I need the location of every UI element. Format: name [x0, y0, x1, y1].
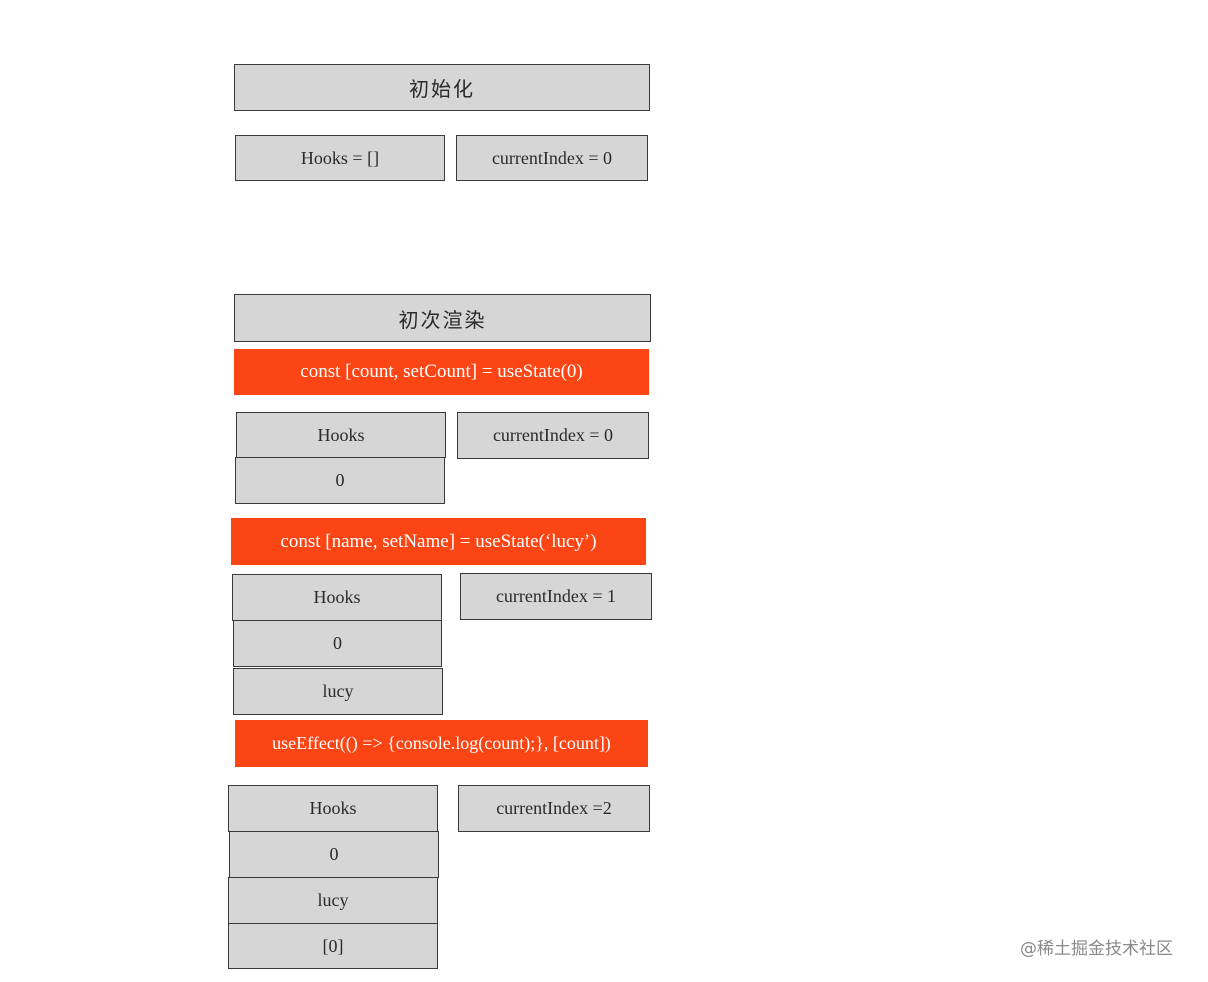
- step3-current-index-box: currentIndex =2: [458, 785, 650, 832]
- init-title: 初始化: [234, 64, 650, 111]
- step1-current-index-box: currentIndex = 0: [457, 412, 649, 459]
- init-current-index-box: currentIndex = 0: [456, 135, 648, 181]
- step2-hooks-header: Hooks: [232, 574, 442, 621]
- step2-hook-cell-name: lucy: [233, 668, 443, 715]
- init-hooks-box: Hooks = []: [235, 135, 445, 181]
- step3-hook-cell-count: 0: [229, 831, 439, 878]
- step3-hooks-header: Hooks: [228, 785, 438, 832]
- step1-hook-cell-count: 0: [235, 457, 445, 504]
- step1-hooks-header: Hooks: [236, 412, 446, 458]
- first-render-title: 初次渲染: [234, 294, 651, 342]
- watermark-text: @稀土掘金技术社区: [1020, 939, 1173, 959]
- step3-hook-cell-deps: [0]: [228, 923, 438, 969]
- step3-code-banner: useEffect(() => {console.log(count);}, […: [235, 720, 648, 767]
- step2-current-index-box: currentIndex = 1: [460, 573, 652, 620]
- step2-code-banner: const [name, setName] = useState(‘lucy’): [231, 518, 646, 565]
- step3-hook-cell-name: lucy: [228, 877, 438, 924]
- step2-hook-cell-count: 0: [233, 620, 442, 667]
- step1-code-banner: const [count, setCount] = useState(0): [234, 349, 649, 395]
